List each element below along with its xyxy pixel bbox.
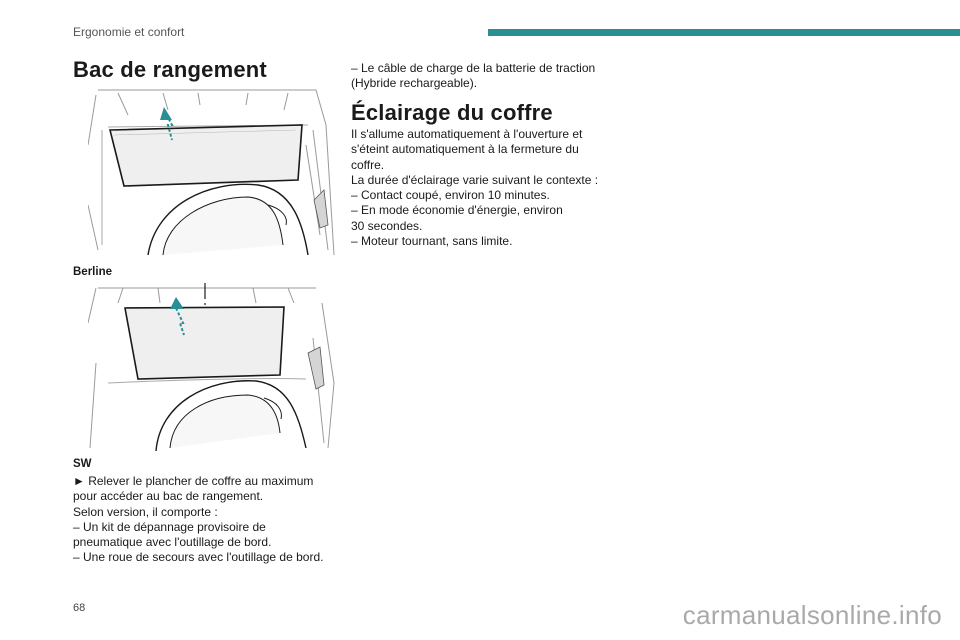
heading-storage-tray: Bac de rangement xyxy=(73,57,267,82)
list-item-engine-running: – Moteur tournant, sans limite. xyxy=(351,234,513,249)
header-accent-bar xyxy=(488,29,960,36)
list-item-charge-cable-cont: (Hybride rechargeable). xyxy=(351,76,478,91)
lighting-line-3: coffre. xyxy=(351,157,385,172)
list-item-energy-saving-cont: 30 secondes. xyxy=(351,218,423,233)
list-item-repair-kit: – Un kit de dépannage provisoire de xyxy=(73,519,266,534)
list-item-charge-cable: – Le câble de charge de la batterie de t… xyxy=(351,61,596,75)
charge-cable-item: – Le câble de charge de la batterie de t… xyxy=(351,61,621,92)
section-title: Ergonomie et confort xyxy=(73,25,185,39)
list-item-spare-wheel: – Une roue de secours avec l'outillage d… xyxy=(73,550,324,565)
instruction-raise-floor-cont: pour accéder au bac de rangement. xyxy=(73,489,264,504)
page-number: 68 xyxy=(73,602,86,614)
heading-trunk-lighting: Éclairage du coffre xyxy=(351,100,553,125)
caption-sedan: Berline xyxy=(73,266,112,278)
watermark: carmanualsonline.info xyxy=(682,600,942,630)
trunk-lighting-body: Il s'allume automatiquement à l'ouvertur… xyxy=(351,127,621,249)
lighting-line-1: Il s'allume automatiquement à l'ouvertur… xyxy=(351,127,583,141)
list-item-ignition-off: – Contact coupé, environ 10 minutes. xyxy=(351,188,550,203)
illustration-sw-trunk xyxy=(88,283,335,452)
list-item-energy-saving: – En mode économie d'énergie, environ xyxy=(351,203,563,218)
contents-intro: Selon version, il comporte : xyxy=(73,504,218,519)
illustration-sedan-trunk xyxy=(88,89,335,256)
lighting-line-2: s'éteint automatiquement à la fermeture … xyxy=(351,142,579,157)
instruction-raise-floor: ► Relever le plancher de coffre au maxim… xyxy=(73,474,314,488)
caption-sw: SW xyxy=(73,458,92,470)
list-item-repair-kit-cont: pneumatique avec l'outillage de bord. xyxy=(73,535,272,550)
lighting-line-4: La durée d'éclairage varie suivant le co… xyxy=(351,172,599,187)
storage-tray-body: ► Relever le plancher de coffre au maxim… xyxy=(73,474,343,566)
